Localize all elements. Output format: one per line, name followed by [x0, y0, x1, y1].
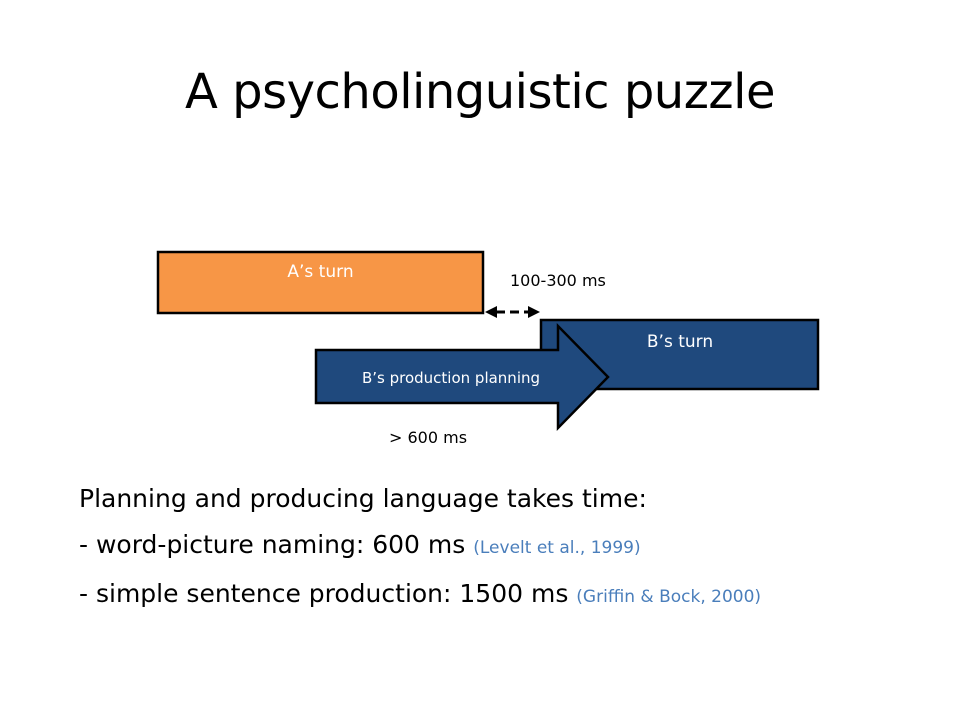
body-line-1: Planning and producing language takes ti…: [79, 476, 949, 522]
planning-duration-label: > 600 ms: [389, 428, 468, 447]
planning-label: B’s production planning: [361, 369, 541, 387]
body-line-3-text: - simple sentence production: 1500 ms: [79, 579, 569, 608]
gap-duration-label: 100-300 ms: [510, 271, 606, 290]
gap-arrow-left-head: [485, 306, 497, 318]
body-line-2-text: - word-picture naming: 600 ms: [79, 530, 466, 559]
citation-levelt: (Levelt et al., 1999): [473, 538, 641, 558]
slide-title: A psycholinguistic puzzle: [185, 64, 775, 120]
citation-griffin-bock: (Griffin & Bock, 2000): [576, 587, 762, 607]
planning-arrow: [314, 322, 610, 432]
body-line-3: - simple sentence production: 1500 ms (G…: [79, 571, 949, 620]
gap-arrow-right-head: [528, 306, 540, 318]
body-text: Planning and producing language takes ti…: [79, 476, 949, 620]
body-line-2: - word-picture naming: 600 ms (Levelt et…: [79, 522, 949, 571]
a-turn-box: [156, 250, 485, 315]
body-line-1-text: Planning and producing language takes ti…: [79, 484, 647, 513]
a-turn-label: A’s turn: [287, 262, 354, 282]
b-turn-label: B’s turn: [646, 332, 714, 352]
